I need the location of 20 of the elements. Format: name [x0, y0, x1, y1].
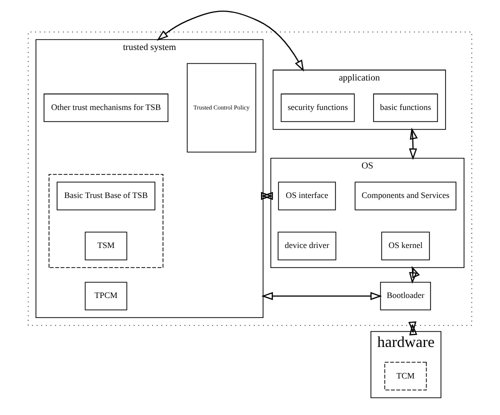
node-box: TPCM — [84, 282, 128, 310]
node-box: OS kernel — [381, 232, 430, 260]
arrow — [260, 192, 273, 200]
arrow — [156, 10, 304, 72]
node-box: Other trust mechanisms for TSB — [44, 94, 168, 122]
arrow — [409, 266, 420, 284]
arrow — [261, 292, 382, 300]
node-box: device driver — [278, 232, 336, 260]
node-box: security functions — [280, 94, 355, 122]
arrow — [408, 321, 418, 336]
cluster — [28, 32, 472, 326]
node-box: Basic Trust Base of TSB — [56, 182, 156, 210]
node-box: TSM — [84, 232, 128, 260]
cluster — [48, 174, 164, 268]
node-box: Bootloader — [380, 282, 431, 310]
node-box: TCM — [384, 362, 427, 390]
node-box: Components and Services — [354, 182, 456, 210]
arrow — [408, 128, 418, 160]
node-box: basic functions — [373, 94, 438, 122]
node-box: OS interface — [278, 182, 336, 210]
